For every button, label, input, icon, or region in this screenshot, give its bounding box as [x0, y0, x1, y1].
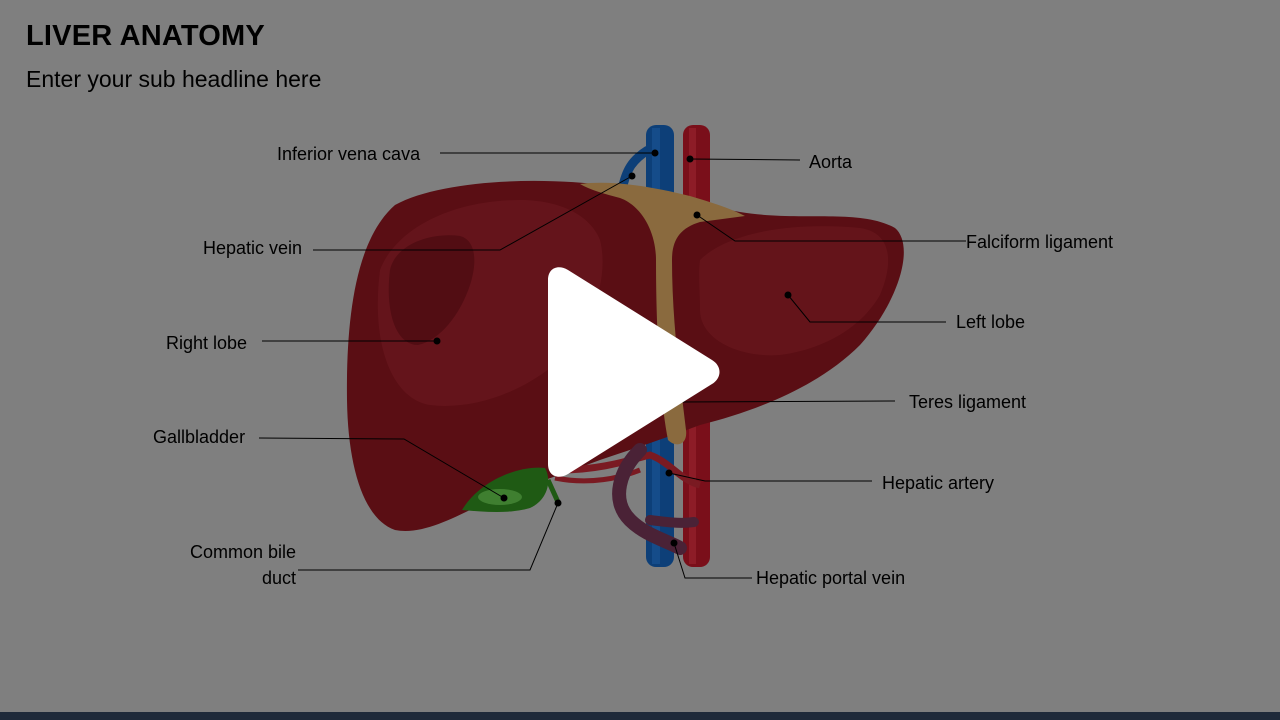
- label-falciform-ligament: Falciform ligament: [966, 232, 1114, 252]
- portal-vein-shape: [612, 443, 687, 555]
- label-gallbladder: Gallbladder: [153, 427, 246, 447]
- label-right-lobe: Right lobe: [166, 333, 248, 353]
- bottom-bar: [0, 712, 1280, 720]
- hepatic-vein-branch: [617, 146, 651, 191]
- label-common-bile-duct: Common bile duct: [180, 541, 296, 589]
- label-left-lobe: Left lobe: [956, 312, 1026, 332]
- label-hepatic-vein: Hepatic vein: [203, 238, 303, 258]
- leader-lines: [258, 152, 966, 579]
- play-icon: [548, 267, 720, 477]
- label-hepatic-portal-vein: Hepatic portal vein: [756, 568, 906, 588]
- label-common-bile-duct-line1: Common bile: [189, 542, 296, 562]
- label-aorta: Aorta: [809, 152, 853, 172]
- label-teres-ligament: Teres ligament: [909, 392, 1027, 412]
- slide-subtitle: Enter your sub headline here: [26, 66, 322, 92]
- play-button[interactable]: [520, 262, 740, 482]
- falciform-ligament-shape: [580, 182, 745, 445]
- label-hepatic-artery: Hepatic artery: [882, 473, 995, 493]
- leader-dots: [433, 149, 792, 547]
- label-inferior-vena-cava: Inferior vena cava: [277, 144, 421, 164]
- gallbladder-shape: [462, 467, 561, 512]
- slide-title: LIVER ANATOMY: [26, 20, 265, 52]
- label-common-bile-duct-line2: duct: [261, 568, 296, 588]
